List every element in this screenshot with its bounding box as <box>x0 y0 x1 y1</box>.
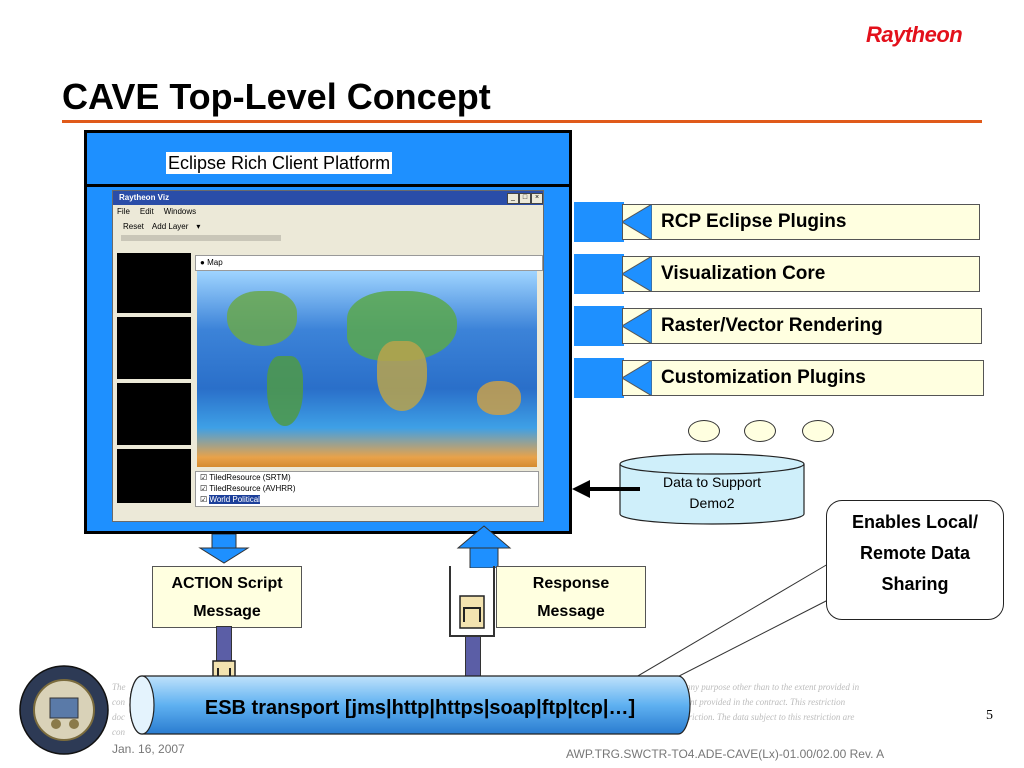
slide-title: CAVE Top-Level Concept <box>62 76 491 117</box>
plugin-connector <box>574 254 624 294</box>
response-pipe <box>465 636 481 678</box>
more-indicator-bubble <box>802 420 834 442</box>
arrow-left-icon <box>572 480 640 498</box>
raytheon-logo: Raytheon <box>866 22 963 47</box>
chevron-left-icon <box>622 204 652 240</box>
chevron-left-icon <box>622 308 652 344</box>
map-landmass-south-america <box>267 356 303 426</box>
chevron-down-icon[interactable]: ▾ <box>196 222 201 231</box>
esb-transport-tube <box>129 675 691 735</box>
page-number: 5 <box>986 708 993 723</box>
chevron-left-icon <box>622 256 652 292</box>
footer-date: Jan. 16, 2007 <box>112 742 185 756</box>
plugin-connector <box>574 202 624 242</box>
database-icon <box>619 453 805 525</box>
thumbnail-counties[interactable] <box>117 449 191 503</box>
layer-item[interactable]: ☑ TiledResource (SRTM) <box>200 473 291 482</box>
plugin-rcp-eclipse: RCP Eclipse Plugins <box>622 204 980 240</box>
layer-item[interactable]: ☑ TiledResource (AVHRR) <box>200 484 296 493</box>
partnership-seal-icon <box>19 665 109 755</box>
response-message: Response Message <box>496 566 646 628</box>
thumbnail-states[interactable] <box>117 383 191 445</box>
map-landmass-north-america <box>227 291 297 346</box>
plugin-connector <box>574 306 624 346</box>
reset-button[interactable]: Reset <box>123 222 144 231</box>
globe-icon: ● <box>200 258 205 267</box>
minimize-icon[interactable]: _ <box>507 193 519 204</box>
thumbnail-world[interactable] <box>117 253 191 313</box>
rcp-divider <box>84 184 572 187</box>
more-indicator-bubble <box>688 420 720 442</box>
maximize-icon[interactable]: □ <box>519 193 531 204</box>
esb-transport-label: ESB transport [jms|http|https|soap|ftp|t… <box>204 697 636 719</box>
thumbnail-usa[interactable] <box>117 317 191 379</box>
callout-data-sharing: Enables Local/ Remote Data Sharing <box>826 500 1004 620</box>
map-tab[interactable]: ● Map <box>195 255 543 271</box>
close-icon[interactable]: × <box>531 193 543 204</box>
menu-windows[interactable]: Windows <box>163 207 197 216</box>
title-rule <box>62 120 982 123</box>
more-indicator-bubble <box>744 420 776 442</box>
response-receptacle <box>449 566 495 637</box>
app-window-title: Raytheon Viz <box>119 193 170 202</box>
arrow-up-icon <box>456 525 512 568</box>
map-tab-label: Map <box>207 258 223 267</box>
app-window-titlebar: Raytheon Viz <box>113 191 543 205</box>
legal-text-right: any purpose other than to the extent pro… <box>686 682 860 722</box>
menu-edit[interactable]: Edit <box>139 207 154 216</box>
rcp-platform-label: Eclipse Rich Client Platform <box>166 152 393 174</box>
world-map[interactable] <box>197 271 537 467</box>
arrow-down-icon <box>198 534 250 564</box>
action-script-message: ACTION Script Message <box>152 566 302 628</box>
app-toolbar: Reset Add Layer ▾ <box>123 222 200 231</box>
app-menu-bar: File Edit Windows <box>117 207 196 216</box>
layer-item-selected[interactable]: ☑ World Political <box>200 495 260 504</box>
layer-list: ☑ TiledResource (SRTM) ☑ TiledResource (… <box>195 471 539 507</box>
app-window-screenshot: Raytheon Viz _ □ × File Edit Windows Res… <box>112 190 544 522</box>
plugin-raster-vector-rendering: Raster/Vector Rendering <box>622 308 982 344</box>
plugin-connector <box>574 358 624 398</box>
data-store-label: Data to Support Demo2 <box>662 474 762 511</box>
menu-file[interactable]: File <box>117 207 130 216</box>
plugin-customization: Customization Plugins <box>622 360 984 396</box>
footer-document-id: AWP.TRG.SWCTR-TO4.ADE-CAVE(Lx)-01.00/02.… <box>566 747 885 761</box>
map-landmass-australia <box>477 381 521 415</box>
add-layer-button[interactable]: Add Layer <box>151 222 189 231</box>
chevron-left-icon <box>622 360 652 396</box>
plugin-visualization-core: Visualization Core <box>622 256 980 292</box>
app-toolbar-strip <box>121 235 281 241</box>
map-landmass-africa <box>377 341 427 411</box>
action-pipe <box>216 626 232 664</box>
